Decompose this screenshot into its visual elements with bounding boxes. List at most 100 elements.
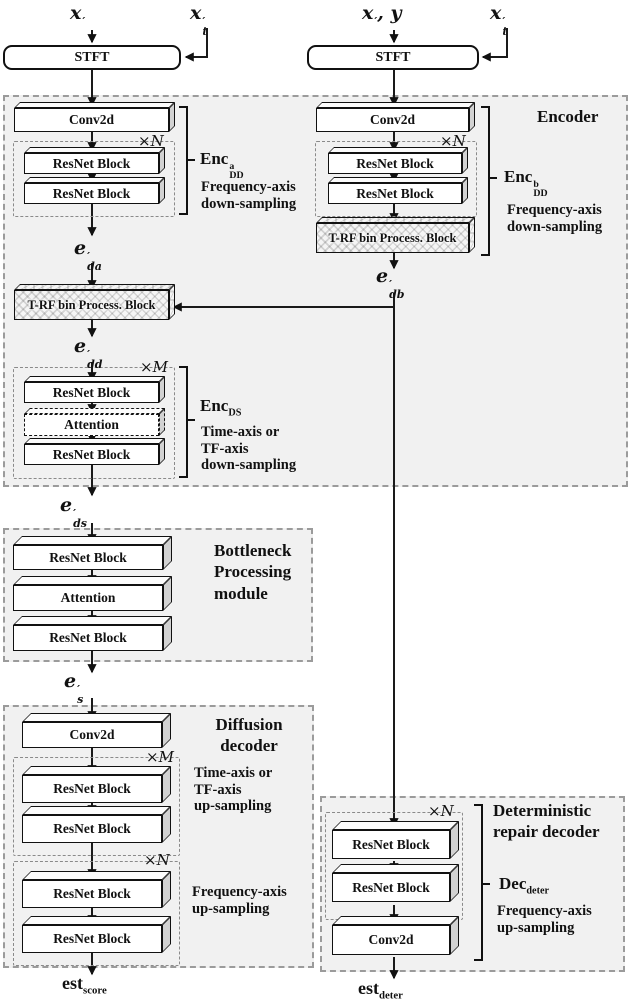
signal-e-ds: e′ds xyxy=(60,494,87,530)
conv2d-block: Conv2d xyxy=(316,102,475,132)
deterministic-decoder-title: Deterministic repair decoder xyxy=(493,801,600,842)
box-face: ResNet Block xyxy=(22,880,162,908)
diffusion-m-repeat-group xyxy=(13,757,180,856)
box-face xyxy=(13,616,172,625)
trf-bin-processing-block: T-RF bin Process. Block xyxy=(14,284,175,320)
resnet-label: ResNet Block xyxy=(52,185,131,201)
resnet-block: ResNet Block xyxy=(332,864,459,902)
resnet-label: ResNet Block xyxy=(53,931,131,946)
box-face: ResNet Block xyxy=(24,382,159,403)
stft-block-left: STFT xyxy=(3,45,181,70)
box-face: ResNet Block xyxy=(22,815,162,843)
resnet-label: ResNet Block xyxy=(352,836,430,852)
box-face xyxy=(22,766,171,775)
conv2d-block: Conv2d xyxy=(14,102,175,132)
freq-downsampling-caption-right: Frequency-axis down-sampling xyxy=(507,202,603,235)
time-upsampling-caption: Time-axis or TF-axis up-sampling xyxy=(194,765,273,815)
repeat-m-label: ×M xyxy=(140,358,168,376)
resnet-label: ResNet Block xyxy=(53,781,131,796)
enc-ds-repeat-group xyxy=(13,367,175,479)
resnet-label: ResNet Block xyxy=(352,879,430,895)
conv2d-block: Conv2d xyxy=(22,713,171,748)
stft-block-right: STFT xyxy=(307,45,479,70)
input-x-prime-left: x′ xyxy=(70,2,86,29)
input-x-prime-y: x′, y xyxy=(362,2,402,29)
resnet-label: ResNet Block xyxy=(356,185,434,201)
resnet-block: ResNet Block xyxy=(24,376,165,403)
resnet-block: ResNet Block xyxy=(328,177,468,204)
box-face: T-RF bin Process. Block xyxy=(316,223,469,253)
resnet-block: ResNet Block xyxy=(24,177,165,204)
box-face: ResNet Block xyxy=(328,183,462,204)
diffusion-n-repeat-group xyxy=(13,861,180,966)
arrows xyxy=(87,28,508,980)
box-face: Conv2d xyxy=(316,108,469,132)
encoder-a-repeat-group xyxy=(13,141,175,217)
input-x-prime-t-right: x′t xyxy=(490,2,508,38)
box-face xyxy=(22,916,171,925)
freq-upsampling-caption-left: Frequency-axis up-sampling xyxy=(192,884,287,917)
box-face: ResNet Block xyxy=(332,830,450,859)
box-face xyxy=(332,821,459,830)
box-face: ResNet Block xyxy=(24,153,159,174)
conv2d-label: Conv2d xyxy=(368,932,414,947)
box-face: ResNet Block xyxy=(24,183,159,204)
box-face xyxy=(332,864,459,873)
box-face: ResNet Block xyxy=(328,153,462,174)
box-face: Conv2d xyxy=(14,108,169,132)
box-face: Attention xyxy=(13,585,163,611)
bottleneck-title: Bottleneck Processing module xyxy=(214,541,292,603)
output-est-score: estscore xyxy=(62,973,107,997)
signal-e-da: e′da xyxy=(74,237,102,273)
resnet-block: ResNet Block xyxy=(22,766,171,803)
conv2d-label: Conv2d xyxy=(69,727,115,742)
resnet-block: ResNet Block xyxy=(24,438,165,465)
dec-deter-label: Decdeter xyxy=(499,874,549,897)
resnet-block: ResNet Block xyxy=(22,916,171,953)
attention-label: Attention xyxy=(60,590,116,605)
repeat-n-label: ×N xyxy=(428,802,454,820)
box-face xyxy=(13,536,172,545)
box-face: ResNet Block xyxy=(13,545,163,570)
attention-block: Attention xyxy=(24,408,165,436)
resnet-block: ResNet Block xyxy=(22,871,171,908)
trf-label: T-RF bin Process. Block xyxy=(328,230,457,245)
trf-label: T-RF bin Process. Block xyxy=(27,297,156,312)
time-downsampling-caption: Time-axis or TF-axis down-sampling xyxy=(201,424,297,474)
resnet-label: ResNet Block xyxy=(53,821,131,836)
box-face xyxy=(13,576,172,585)
resnet-block: ResNet Block xyxy=(13,616,172,651)
stft-label: STFT xyxy=(74,49,110,65)
conv2d-block: Conv2d xyxy=(332,916,459,955)
resnet-label: ResNet Block xyxy=(49,630,127,645)
output-est-deter: estdeter xyxy=(358,978,403,1002)
stft-label: STFT xyxy=(375,49,411,65)
repeat-n-label: ×N xyxy=(138,132,164,150)
brackets xyxy=(179,106,497,961)
diffusion-decoder-title: Diffusion decoder xyxy=(215,715,283,756)
box-face: Attention xyxy=(24,414,159,436)
resnet-block: ResNet Block xyxy=(332,821,459,859)
conv2d-label: Conv2d xyxy=(369,112,415,127)
box-face xyxy=(169,284,175,320)
freq-downsampling-caption-left: Frequency-axis down-sampling xyxy=(201,179,297,212)
resnet-label: ResNet Block xyxy=(52,155,131,171)
resnet-label: ResNet Block xyxy=(356,155,434,171)
box-face xyxy=(22,871,171,880)
box-face: T-RF bin Process. Block xyxy=(14,290,169,320)
box-face: Conv2d xyxy=(332,925,450,955)
repeat-m-label: ×M xyxy=(146,748,174,766)
signal-e-db: e′db xyxy=(376,265,405,301)
signal-e-dd: e′dd xyxy=(74,335,103,371)
box-face: ResNet Block xyxy=(13,625,163,651)
input-x-prime-t-left: x′t xyxy=(190,2,208,38)
conv2d-label: Conv2d xyxy=(68,112,114,127)
signal-e-s: e′s xyxy=(64,670,84,706)
repeat-n-label: ×N xyxy=(144,851,170,869)
repeat-n-label: ×N xyxy=(440,132,466,150)
box-face xyxy=(22,713,171,722)
encoder-title: Encoder xyxy=(537,107,599,126)
resnet-label: ResNet Block xyxy=(52,446,131,462)
